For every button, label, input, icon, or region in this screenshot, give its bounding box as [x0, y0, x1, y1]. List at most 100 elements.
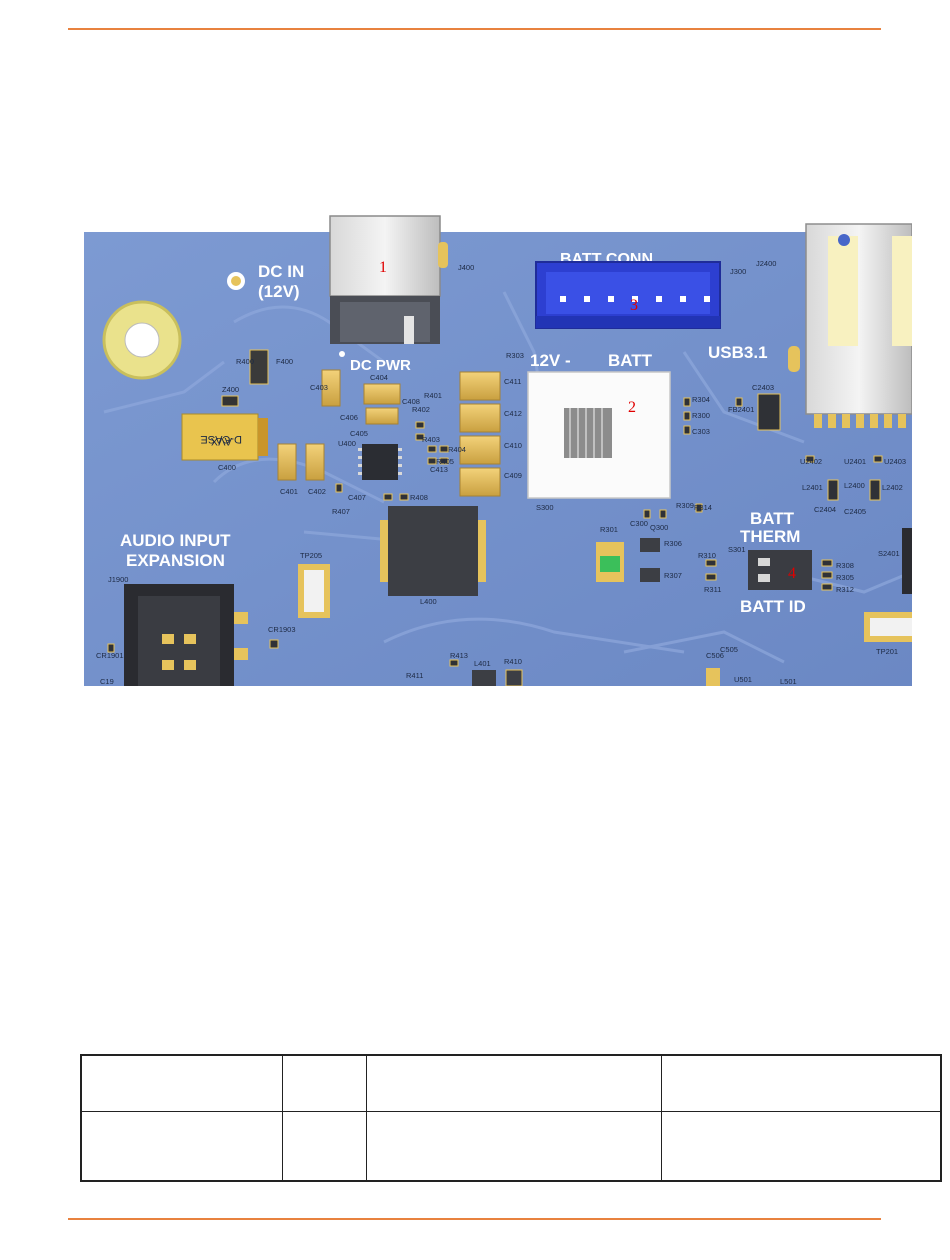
- ref-c506: C506: [706, 651, 724, 660]
- pcb-board-image: DC IN (12V) 1 DC PWR BATT CONN 3 12V - B…: [84, 215, 912, 686]
- ref-z400: Z400: [222, 385, 239, 394]
- ref-c408: C408: [402, 397, 420, 406]
- audio-input-label: AUDIO INPUT: [120, 531, 231, 550]
- ref-cr1901: CR1901: [96, 651, 124, 660]
- batt-switch: [527, 371, 671, 499]
- ref-r401: R401: [424, 391, 442, 400]
- batt-id-label: BATT ID: [740, 597, 806, 616]
- dc-power-jack: [329, 215, 448, 344]
- ref-l401: L401: [474, 659, 491, 668]
- usb-label: USB3.1: [708, 343, 768, 362]
- capacitor-bank: [459, 371, 501, 497]
- ref-c401: C401: [280, 487, 298, 496]
- ref-c409: C409: [504, 471, 522, 480]
- ref-tp205: TP205: [300, 551, 322, 560]
- ref-r404: R404: [448, 445, 466, 454]
- tantalum-capacitor: [181, 413, 268, 461]
- table-cell: [365, 1110, 663, 1182]
- r400-part: [249, 349, 269, 385]
- header-rule: [68, 28, 881, 30]
- ref-r300: R300: [692, 411, 710, 420]
- ref-c2403: C2403: [752, 383, 774, 392]
- ref-c300: C300: [630, 519, 648, 528]
- c505-part: [706, 668, 720, 686]
- callout-1: 1: [379, 259, 387, 276]
- ref-r402: R402: [412, 405, 430, 414]
- ref-l2400: L2400: [844, 481, 865, 490]
- table-cell: [80, 1054, 284, 1112]
- ref-r308: R308: [836, 561, 854, 570]
- ref-l501: L501: [780, 677, 797, 686]
- tp205-testpoint: [298, 564, 330, 618]
- batt-12v-label: 12V -: [530, 351, 571, 370]
- ref-c413: C413: [430, 465, 448, 474]
- ref-r303: R303: [506, 351, 524, 360]
- r410-part: [505, 669, 523, 686]
- s2401-part: [902, 528, 912, 594]
- callout-4: 4: [788, 565, 796, 582]
- ref-r309: R309: [676, 501, 694, 510]
- filter-capacitors: [277, 369, 401, 481]
- ref-fb2401: FB2401: [728, 405, 754, 414]
- table-row: [80, 1110, 942, 1182]
- audio-expansion-label: EXPANSION: [126, 551, 225, 570]
- ref-l400: L400: [420, 597, 437, 606]
- ref-r311: R311: [704, 585, 721, 594]
- ref-u501: U501: [734, 675, 752, 684]
- ref-j1900: J1900: [108, 575, 128, 584]
- dc-in-label: DC IN: [258, 262, 304, 281]
- ref-r410: R410: [504, 657, 522, 666]
- ref-c407: C407: [348, 493, 366, 502]
- ref-c411: C411: [504, 377, 521, 386]
- table-cell: [661, 1054, 942, 1112]
- ref-r400: R400: [236, 357, 254, 366]
- ref-r411: R411: [406, 671, 423, 680]
- table-cell: [282, 1110, 367, 1182]
- dc-pwr-label: DC PWR: [350, 357, 411, 374]
- batt-connector: [535, 261, 721, 329]
- ref-r307: R307: [664, 571, 682, 580]
- ref-c404: C404: [370, 373, 388, 382]
- ref-u2402: U2402: [800, 457, 822, 466]
- batt-dip-switch: [748, 550, 812, 590]
- ref-r413: R413: [450, 651, 468, 660]
- ref-cr1903: CR1903: [268, 625, 296, 634]
- ref-r304: R304: [692, 395, 710, 404]
- ref-c2404: C2404: [814, 505, 836, 514]
- batt-therm-label-2: THERM: [740, 527, 800, 546]
- ref-c303: C303: [692, 427, 710, 436]
- ref-j400: J400: [458, 263, 474, 272]
- ref-j300: J300: [730, 267, 746, 276]
- pcb-render: DC IN (12V) 1 DC PWR BATT CONN 3 12V - B…: [84, 212, 912, 686]
- ref-r408: R408: [410, 493, 428, 502]
- usb-connector: [788, 223, 912, 428]
- callout-2: 2: [628, 399, 636, 416]
- ref-l2402: L2402: [882, 483, 903, 492]
- ref-s2401: S2401: [878, 549, 900, 558]
- dc-in-voltage-label: (12V): [258, 282, 300, 301]
- batt-therm-label-1: BATT: [750, 509, 795, 528]
- ref-r301: R301: [600, 525, 618, 534]
- r301-led: [596, 542, 624, 582]
- info-table: [80, 1054, 942, 1182]
- footer-rule: [68, 1218, 881, 1220]
- ref-q300: Q300: [650, 523, 668, 532]
- tp201-testpoint: [864, 612, 912, 642]
- ref-r405: R405: [436, 457, 454, 466]
- audio-header-connector: [124, 584, 248, 686]
- ref-r312: R312: [836, 585, 854, 594]
- ref-tp201: TP201: [876, 647, 898, 656]
- callout-3: 3: [630, 297, 638, 314]
- batt-label: BATT: [608, 351, 653, 370]
- ref-c2405: C2405: [844, 507, 866, 516]
- table-row: [80, 1054, 942, 1112]
- l401-part: [472, 670, 496, 686]
- ref-l2401: L2401: [802, 483, 823, 492]
- ref-c406: C406: [340, 413, 358, 422]
- z400-part: [221, 395, 239, 407]
- ref-j2400: J2400: [756, 259, 776, 268]
- ref-c405: C405: [350, 429, 368, 438]
- ref-r305: R305: [836, 573, 854, 582]
- table-cell: [661, 1110, 942, 1182]
- r306-part: [640, 538, 660, 552]
